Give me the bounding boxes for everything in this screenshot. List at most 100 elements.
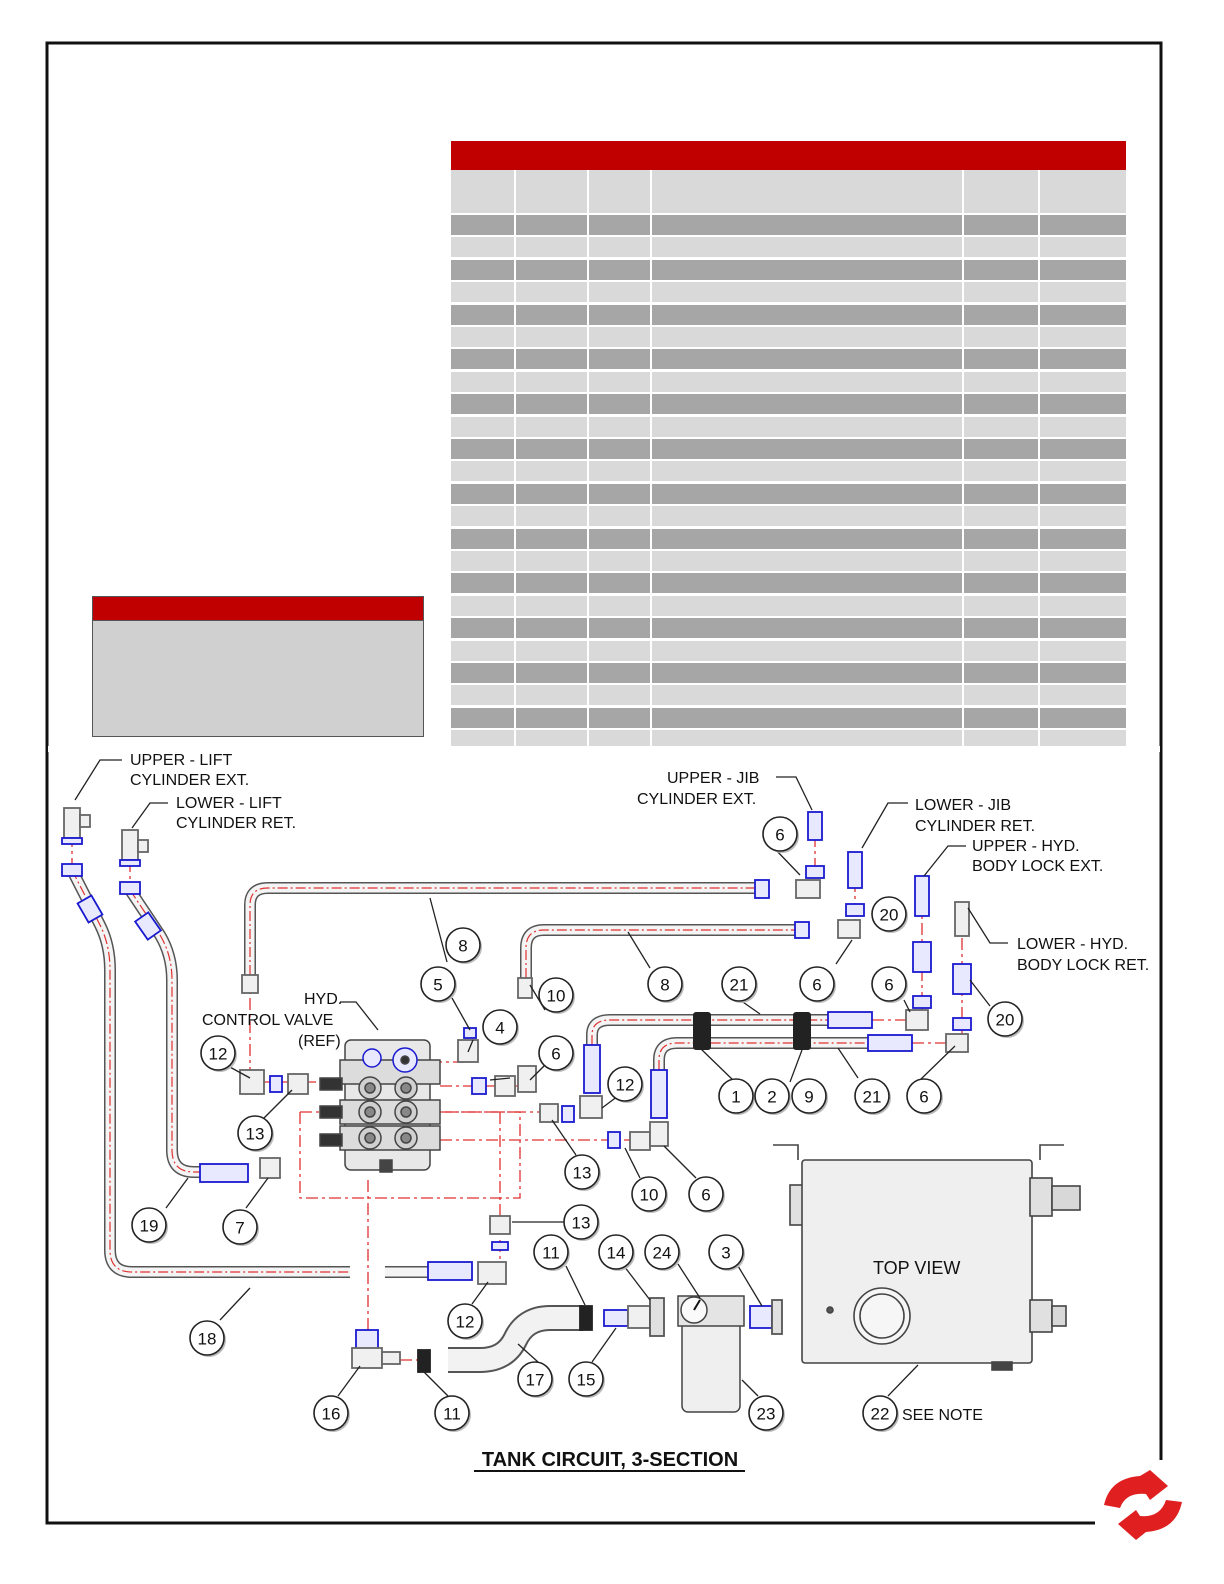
callout-balloon: 6 (762, 816, 799, 853)
label-lower-jib-2: CYLINDER RET. (915, 818, 1035, 835)
callout-balloon: 8 (647, 966, 684, 1003)
hose-19 (125, 886, 215, 1178)
balloon-circle (538, 977, 574, 1013)
note-box-header-bar (93, 597, 423, 621)
balloon-number: 21 (730, 976, 749, 995)
balloon-circle (189, 1320, 225, 1356)
label-upper-lift-2: CYLINDER EXT. (130, 772, 249, 789)
callout-balloon: 11 (533, 1234, 570, 1271)
callout-balloon: 12 (200, 1035, 237, 1072)
balloon-circle (791, 1078, 827, 1114)
balloon-number: 16 (322, 1405, 341, 1424)
balloon-circle (607, 1066, 643, 1102)
callout-balloon: 7 (222, 1209, 259, 1246)
balloon-circle (754, 1078, 790, 1114)
callout-balloon: 2 (754, 1078, 791, 1115)
callout-balloon: 1 (718, 1078, 755, 1115)
balloon-circle (871, 896, 907, 932)
callout-balloon: 12 (607, 1066, 644, 1103)
balloon-circle (434, 1395, 470, 1431)
balloon-number: 13 (572, 1214, 591, 1233)
balloon-number: 6 (919, 1088, 928, 1107)
balloon-number: 5 (433, 976, 442, 995)
balloon-circle (237, 1115, 273, 1151)
callout-balloon: 9 (791, 1078, 828, 1115)
balloon-number: 8 (660, 976, 669, 995)
label-lower-lift-2: CYLINDER RET. (176, 815, 296, 832)
table-row (451, 526, 1126, 549)
balloon-number: 21 (863, 1088, 882, 1107)
balloon-number: 19 (140, 1217, 159, 1236)
balloon-circle (647, 966, 683, 1002)
balloon-circle (854, 1078, 890, 1114)
fittings (61, 807, 972, 1373)
balloon-number: 12 (616, 1076, 635, 1095)
balloon-number: 24 (653, 1244, 672, 1263)
label-valve-3: (REF) (298, 1033, 341, 1050)
balloon-number: 23 (757, 1405, 776, 1424)
balloon-circle (222, 1209, 258, 1245)
callout-labels: UPPER - LIFT CYLINDER EXT. LOWER - LIFT … (130, 752, 1149, 1424)
balloon-number: 13 (573, 1164, 592, 1183)
balloon-number: 6 (884, 976, 893, 995)
parts-table-column-header (451, 170, 1126, 213)
hose-8-upper (244, 882, 755, 975)
table-row (451, 481, 1126, 504)
balloon-circle (862, 1395, 898, 1431)
callout-balloon: 22 (862, 1395, 899, 1432)
callout-balloon: 12 (447, 1303, 484, 1340)
label-lower-lift-1: LOWER - LIFT (176, 795, 282, 812)
callout-balloon: 10 (631, 1176, 668, 1213)
balloon-number: 6 (551, 1045, 560, 1064)
balloon-number: 7 (235, 1219, 244, 1238)
balloon-number: 12 (209, 1045, 228, 1064)
callout-balloon: 13 (564, 1154, 601, 1191)
table-row (451, 347, 1126, 370)
label-lower-body-lock-1: LOWER - HYD. (1017, 936, 1128, 953)
callout-balloon: 20 (871, 896, 908, 933)
balloon-circle (533, 1234, 569, 1270)
balloon-circle (718, 1078, 754, 1114)
balloon-number: 6 (775, 826, 784, 845)
table-row (451, 280, 1126, 303)
balloon-circle (799, 966, 835, 1002)
balloon-number: 4 (495, 1019, 504, 1038)
label-lower-body-lock-2: BODY LOCK RET. (1017, 957, 1149, 974)
parts-table-header-bar (451, 141, 1126, 170)
table-row (451, 437, 1126, 459)
table-row (451, 459, 1126, 482)
callout-balloon: 6 (871, 966, 908, 1003)
balloon-circle (313, 1395, 349, 1431)
callout-balloon: 21 (854, 1078, 891, 1115)
diagram-title: TANK CIRCUIT, 3-SECTION (482, 1449, 738, 1471)
manufacturer-logo-icon (1104, 1470, 1182, 1540)
balloon-number: 8 (458, 937, 467, 956)
label-upper-body-lock-2: BODY LOCK EXT. (972, 858, 1103, 875)
balloon-circle (420, 966, 456, 1002)
balloon-circle (131, 1207, 167, 1243)
callout-balloon: 23 (748, 1395, 785, 1432)
balloon-number: 6 (701, 1186, 710, 1205)
callout-balloon: 3 (708, 1234, 745, 1271)
table-row (451, 661, 1126, 683)
hose-8-lower (520, 924, 795, 978)
callout-balloon: 6 (538, 1035, 575, 1072)
label-see-note: SEE NOTE (902, 1407, 983, 1424)
balloon-circle (906, 1078, 942, 1114)
table-column-divider (962, 170, 964, 750)
table-column-divider (587, 170, 589, 750)
leader-lines (74, 759, 1008, 1397)
table-row (451, 593, 1126, 616)
note-box-body (93, 621, 423, 736)
balloon-number: 1 (731, 1088, 740, 1107)
table-row (451, 549, 1126, 571)
hose-21-upper (586, 1014, 828, 1045)
table-row (451, 369, 1126, 392)
callout-balloon: 11 (434, 1395, 471, 1432)
table-column-divider (1038, 170, 1040, 750)
table-row (451, 683, 1126, 706)
label-upper-body-lock-1: UPPER - HYD. (972, 838, 1080, 855)
callout-balloon: 18 (189, 1320, 226, 1357)
callout-balloon: 16 (313, 1395, 350, 1432)
